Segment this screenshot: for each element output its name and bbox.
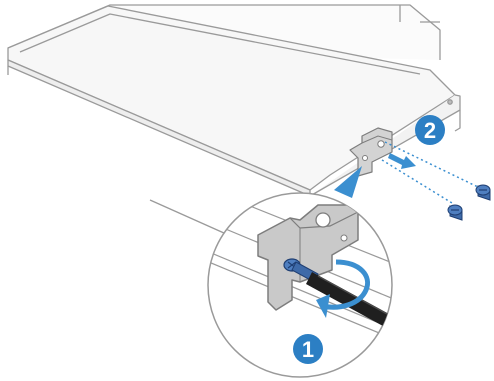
step-2-number: 2: [424, 118, 436, 143]
step-1-badge: 1: [293, 334, 323, 364]
pull-arrow-icon: [388, 153, 416, 169]
screw-icon: [448, 205, 462, 220]
bracket-hole-icon: [378, 141, 384, 147]
step-1-number: 1: [302, 337, 314, 362]
computer-chassis: [8, 5, 460, 250]
step-2-badge: 2: [415, 115, 445, 145]
screw-icon: [476, 185, 490, 200]
screw-paths: [382, 142, 480, 203]
